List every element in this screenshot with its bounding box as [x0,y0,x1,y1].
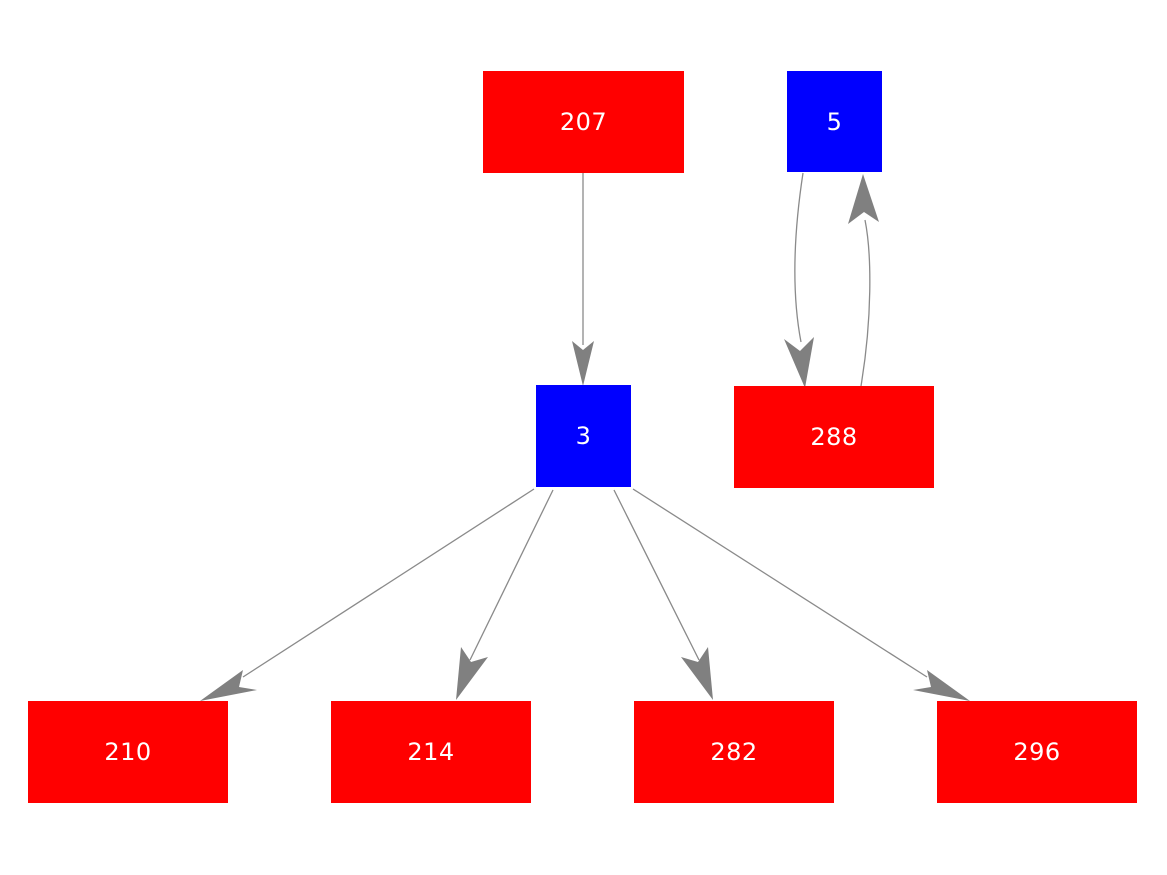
node-label: 5 [826,107,843,136]
edge-3-to-296 [632,488,970,701]
graph-node-5[interactable]: 5 [787,71,882,172]
node-label: 288 [810,423,858,451]
graph-node-282[interactable]: 282 [634,701,834,803]
graph-node-210[interactable]: 210 [28,701,228,803]
node-label: 282 [710,738,758,766]
edge-207-to-3 [572,173,594,386]
node-label: 207 [559,108,608,136]
edge-3-to-210 [200,488,535,701]
edge-3-to-282 [613,489,713,700]
graph-node-207[interactable]: 207 [483,71,684,173]
edge-5-to-288 [784,172,814,388]
graph-node-214[interactable]: 214 [331,701,531,803]
node-label: 210 [104,738,152,766]
node-label: 3 [575,422,592,450]
node-label: 214 [407,738,455,766]
edge-288-to-5 [848,174,879,387]
node-label: 296 [1013,738,1061,766]
graph-node-296[interactable]: 296 [937,701,1137,803]
graph-node-288[interactable]: 288 [734,386,934,488]
graph-node-3[interactable]: 3 [536,385,631,487]
edge-3-to-214 [456,489,554,700]
